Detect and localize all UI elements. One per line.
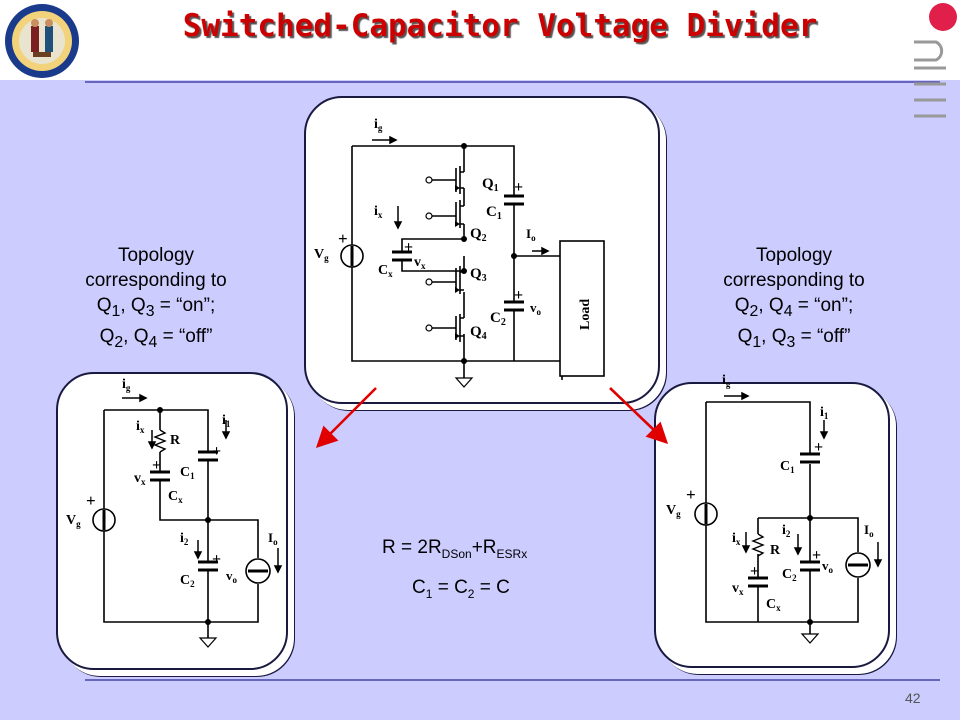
ix-label: ix bbox=[136, 419, 145, 435]
ground-icon bbox=[198, 637, 218, 648]
vg-plus: + bbox=[686, 485, 696, 504]
io-label: Io bbox=[526, 226, 536, 243]
vg-label: Vg bbox=[314, 247, 329, 263]
resistor-icon bbox=[751, 533, 765, 557]
deco-circle-icon bbox=[929, 3, 957, 31]
vx-plus: + bbox=[404, 239, 413, 256]
header-bar bbox=[0, 0, 960, 80]
vo-label: vo bbox=[822, 558, 834, 575]
ix-label: ix bbox=[374, 204, 383, 220]
q2-label: Q2 bbox=[470, 226, 487, 244]
vg-label: Vg bbox=[66, 513, 81, 529]
vx-plus: + bbox=[152, 457, 161, 474]
i1-label: i1 bbox=[820, 405, 829, 421]
load-label: Load bbox=[578, 299, 593, 330]
r-label: R bbox=[770, 543, 781, 558]
r-label: R bbox=[170, 433, 181, 448]
resistor-icon bbox=[153, 429, 167, 453]
page-title: Switched-Capacitor Voltage Divider bbox=[182, 8, 818, 44]
vg-label: Vg bbox=[666, 503, 681, 519]
ig-label: ig bbox=[122, 377, 131, 393]
resistance-equation: R = 2RDSon+RESRx bbox=[382, 537, 528, 561]
vo-label: vo bbox=[226, 568, 238, 585]
c2-plus: + bbox=[514, 287, 523, 304]
cx-label: Cx bbox=[168, 489, 183, 505]
ig-label: ig bbox=[374, 117, 383, 133]
vx-plus: + bbox=[750, 563, 759, 580]
capacitance-equation: C1 = C2 = C bbox=[412, 577, 510, 601]
q4-label: Q4 bbox=[470, 324, 487, 342]
corner-decoration bbox=[914, 3, 957, 118]
main-circuit-diagram: ig ix Vg + Q1 Q2 Q3 Q4 C1 C2 Cx vx + + +… bbox=[314, 117, 605, 388]
ig-label: ig bbox=[722, 373, 731, 389]
header-divider bbox=[85, 81, 940, 83]
load-block bbox=[559, 240, 605, 377]
vx-label: vx bbox=[414, 255, 426, 271]
left-topology-diagram: ig ix i1 R + vx Cx C1 + Vg + i2 C2 + vo … bbox=[66, 377, 283, 648]
university-seal-logo bbox=[5, 4, 79, 78]
io-label: Io bbox=[864, 522, 874, 539]
i1-label: i1 bbox=[222, 413, 231, 429]
io-label: Io bbox=[268, 530, 278, 547]
vg-plus: + bbox=[86, 491, 96, 510]
cx-label: Cx bbox=[378, 263, 393, 279]
q3-label: Q3 bbox=[470, 266, 487, 284]
c1-label: C1 bbox=[486, 204, 502, 222]
cx-label: Cx bbox=[766, 597, 781, 613]
arrow-right-icon bbox=[609, 387, 657, 433]
c2-label: C2 bbox=[180, 573, 195, 589]
c2-plus: + bbox=[212, 551, 221, 568]
footer-divider bbox=[85, 679, 940, 681]
c1-plus: + bbox=[814, 439, 823, 456]
c2-label: C2 bbox=[490, 310, 506, 328]
vg-plus: + bbox=[338, 229, 348, 248]
c1-plus: + bbox=[514, 179, 523, 196]
vx-label: vx bbox=[732, 581, 744, 597]
transition-arrows bbox=[315, 387, 669, 449]
q1-label: Q1 bbox=[482, 176, 499, 194]
right-topology-panel bbox=[654, 382, 890, 668]
c1-plus: + bbox=[212, 443, 221, 460]
i2-label: i2 bbox=[180, 531, 189, 547]
c1-label: C1 bbox=[180, 465, 195, 481]
c1-label: C1 bbox=[780, 459, 795, 475]
vo-label: vo bbox=[530, 300, 542, 317]
left-topology-caption: Topology corresponding to Q1, Q3 = “on”;… bbox=[85, 245, 227, 351]
page-number: 42 bbox=[905, 690, 921, 706]
i2-label: i2 bbox=[782, 523, 791, 539]
ix-label: ix bbox=[732, 531, 741, 547]
right-topology-diagram: ig i1 + C1 Vg + ix i2 R + vx Cx C2 + vo … bbox=[666, 373, 883, 644]
right-topology-caption: Topology corresponding to Q2, Q4 = “on”;… bbox=[723, 245, 865, 351]
c2-label: C2 bbox=[782, 567, 797, 583]
ground-icon bbox=[800, 633, 820, 644]
vx-label: vx bbox=[134, 471, 146, 487]
arrow-left-icon bbox=[327, 387, 377, 437]
ground-icon bbox=[454, 377, 474, 388]
c2-plus: + bbox=[812, 547, 821, 564]
